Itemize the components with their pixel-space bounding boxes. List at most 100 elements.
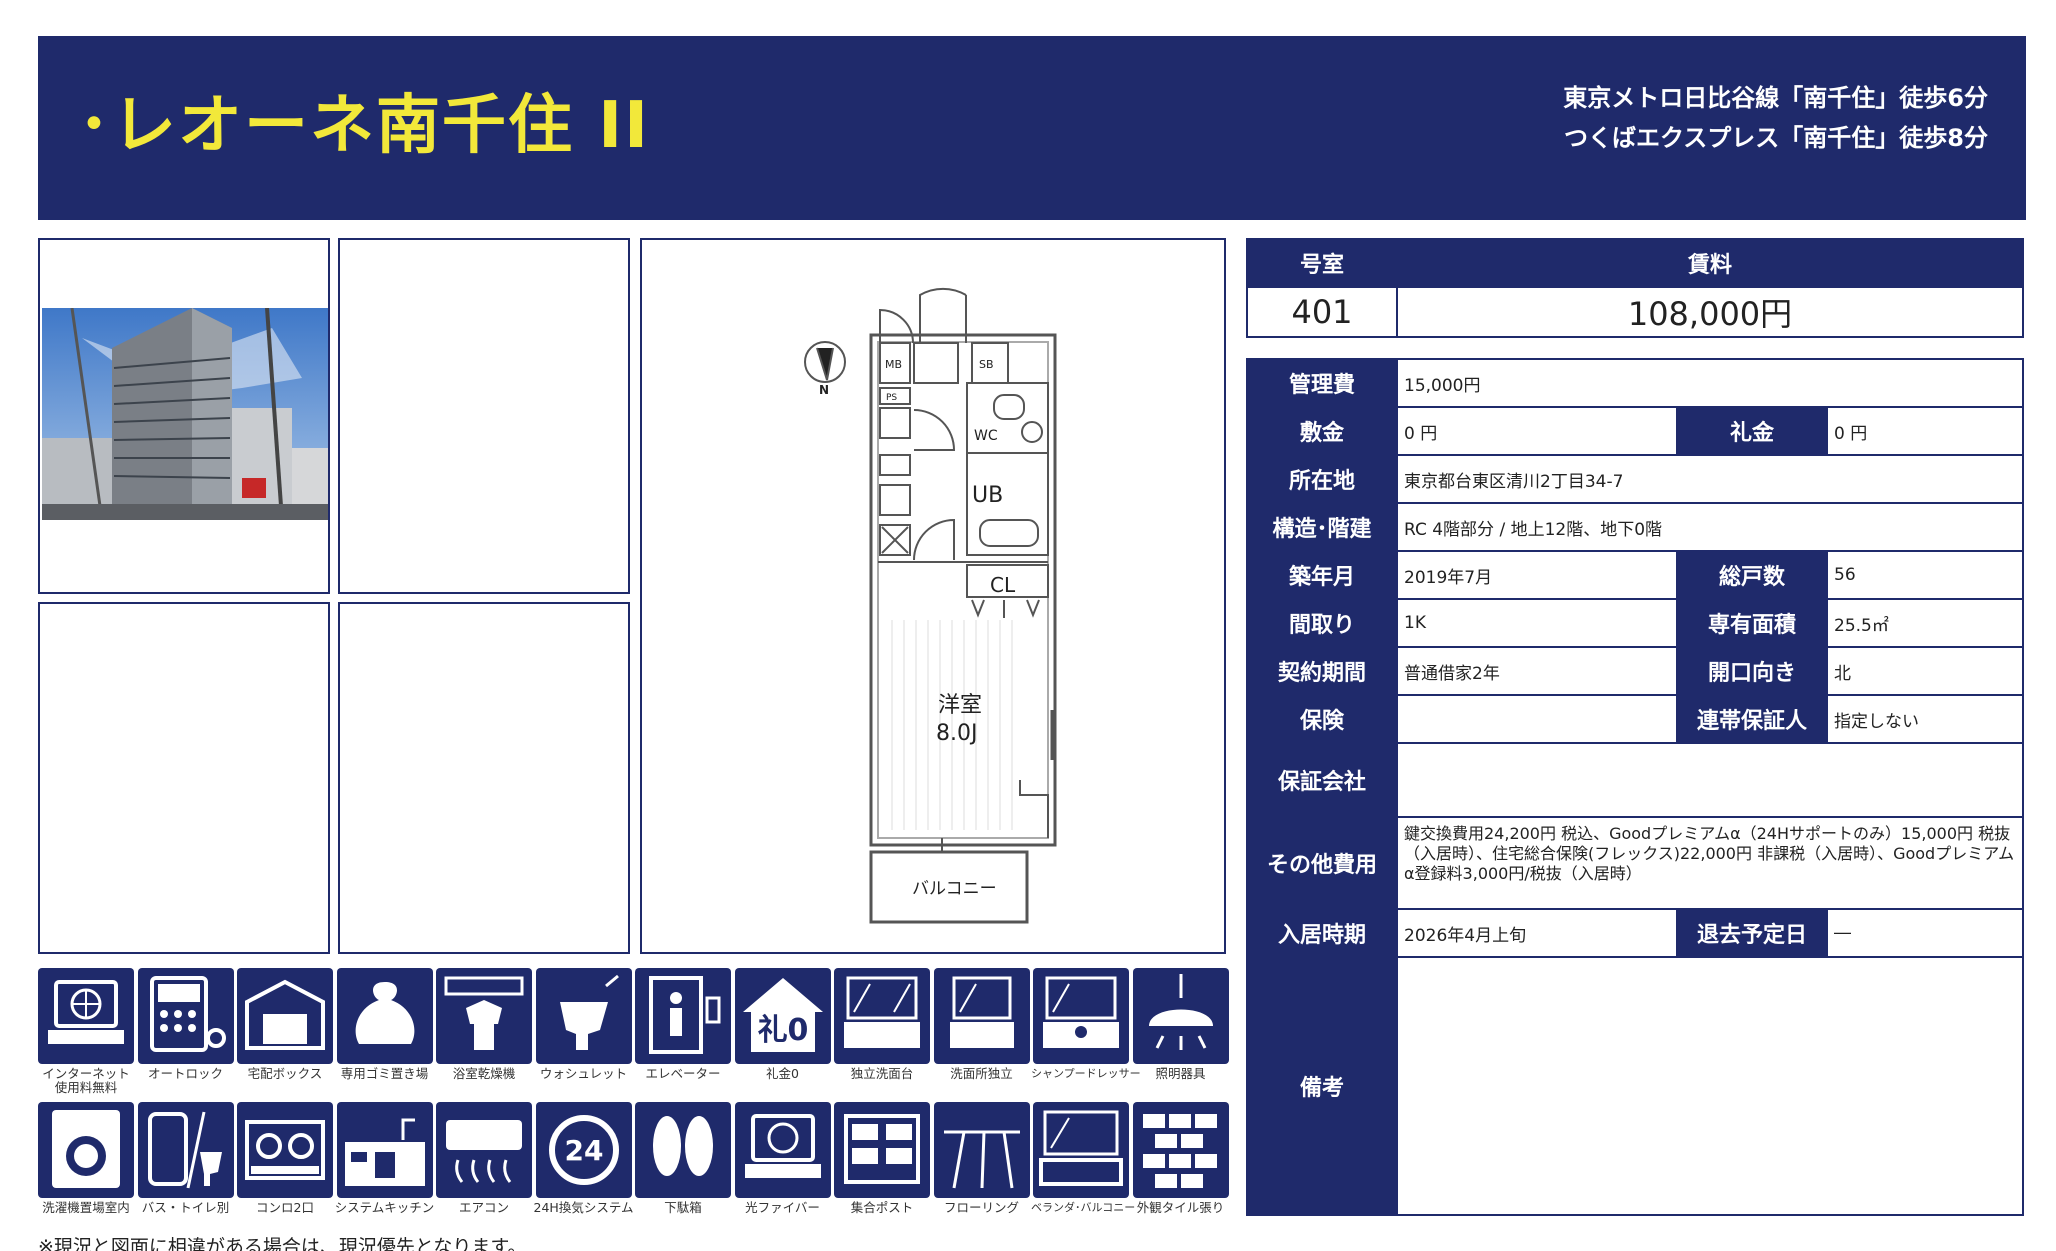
amenity-label: 光ファイバー — [745, 1200, 820, 1215]
amenity-label: インターネット 使用料無料 — [42, 1066, 130, 1095]
amenity-label: 照明器具 — [1155, 1066, 1206, 1081]
photo-slot-3[interactable] — [38, 602, 330, 954]
shikikin-label: 敷金 — [1246, 406, 1398, 456]
tile-exterior-icon — [1132, 1102, 1229, 1198]
property-title: ･レオーネ南千住 II — [78, 89, 650, 163]
other-fees-label: その他費用 — [1246, 816, 1398, 910]
insurance-value — [1396, 694, 1678, 744]
amenity-label: ウォシュレット — [539, 1066, 628, 1081]
lighting-icon — [1132, 968, 1229, 1064]
svg-text:礼0: 礼0 — [757, 1013, 808, 1048]
reikin-zero-icon: 礼0 — [734, 968, 831, 1064]
rent-header: 賃料 — [1396, 238, 2024, 288]
two-burner-stove-icon — [237, 1102, 333, 1198]
amenity-label: フローリング — [943, 1200, 1019, 1215]
access-line-1: 東京メトロ日比谷線「南千住」徒歩6分 — [1563, 84, 1988, 112]
amenity-label: 24H換気システム — [533, 1200, 634, 1215]
access-info: 東京メトロ日比谷線「南千住」徒歩6分 つくばエクスプレス「南千住」徒歩8分 — [1563, 78, 1988, 158]
amenity-label: 礼金0 — [766, 1066, 799, 1081]
floorplan-balcony-label: バルコニー — [912, 879, 997, 899]
structure-value: RC 4階部分 / 地上12階、地下0階 — [1396, 502, 2024, 552]
ventilation-24h-icon: 24 — [535, 1102, 632, 1198]
header-banner: ･レオーネ南千住 II 東京メトロ日比谷線「南千住」徒歩6分 つくばエクスプレス… — [38, 36, 2026, 220]
garbage-icon — [336, 968, 433, 1064]
layout-value: 1K — [1396, 598, 1678, 648]
elevator-icon — [635, 968, 731, 1064]
move-in-label: 入居時期 — [1246, 908, 1398, 958]
amenity-label: バス・トイレ別 — [141, 1200, 230, 1215]
internet-icon — [38, 968, 134, 1064]
vanity-icon — [834, 968, 930, 1064]
washlet-icon — [535, 968, 632, 1064]
flooring-icon — [933, 1102, 1030, 1198]
amenity-label: シャンプードレッサー — [1031, 1067, 1141, 1080]
amenity-label: コンロ2口 — [256, 1200, 314, 1215]
room-no-header: 号室 — [1246, 238, 1398, 288]
amenity-label: 専用ゴミ置き場 — [340, 1066, 429, 1081]
vanity-separate-icon — [933, 968, 1030, 1064]
amenity-label: エレベーター — [645, 1066, 721, 1081]
photo-slot-2[interactable] — [338, 238, 630, 594]
built-label: 築年月 — [1246, 550, 1398, 600]
floor-plan-drawing: MB SB PS N WC UB CL 洋室 8.0J バルコニー — [804, 287, 1057, 924]
air-conditioner-icon — [436, 1102, 532, 1198]
contract-value: 普通借家2年 — [1396, 646, 1678, 696]
shoe-box-icon — [635, 1102, 731, 1198]
facing-value: 北 — [1826, 646, 2024, 696]
disclaimer-note: ※現況と図面に相違がある場合は、現況優先となります。 — [38, 1236, 527, 1251]
auto-lock-icon — [137, 968, 234, 1064]
kanrihi-label: 管理費 — [1246, 358, 1398, 408]
amenity-label: 浴室乾燥機 — [452, 1066, 516, 1081]
area-label: 専有面積 — [1676, 598, 1828, 648]
amenity-label: ベランダ･バルコニー — [1031, 1201, 1136, 1214]
floorplan-wc-label: WC — [974, 428, 998, 444]
insurance-label: 保険 — [1246, 694, 1398, 744]
photo-slot-4[interactable] — [338, 602, 630, 954]
reikin-label: 礼金 — [1676, 406, 1828, 456]
remarks-value — [1396, 956, 2024, 1216]
system-kitchen-icon — [336, 1102, 433, 1198]
amenity-label: エアコン — [458, 1200, 509, 1215]
guarantee-company-label: 保証会社 — [1246, 742, 1398, 818]
amenity-label: 宅配ボックス — [247, 1066, 323, 1081]
move-out-label: 退去予定日 — [1676, 908, 1828, 958]
access-line-2: つくばエクスプレス「南千住」徒歩8分 — [1564, 124, 1988, 152]
kanrihi-value: 15,000円 — [1396, 358, 2024, 408]
move-out-value: ― — [1826, 908, 2024, 958]
guarantee-company-value — [1396, 742, 2024, 818]
washing-machine-icon — [38, 1102, 134, 1198]
other-fees-value: 鍵交換費用24,200円 税込、Goodプレミアムα（24Hサポートのみ）15,… — [1396, 816, 2024, 910]
photo-slot-building[interactable] — [38, 238, 330, 594]
floorplan-mb-label: MB — [885, 358, 902, 371]
floorplan-room-size: 8.0J — [936, 721, 977, 746]
floorplan-north-label: N — [819, 383, 829, 397]
amenity-label: 洗濯機置場室内 — [42, 1200, 130, 1215]
amenity-label: 集合ポスト — [850, 1200, 914, 1215]
amenity-label: 外観タイル張り — [1136, 1200, 1225, 1215]
amenity-label: 洗面所独立 — [950, 1066, 1013, 1081]
floorplan-sb-label: SB — [979, 358, 994, 371]
rent-value: 108,000円 — [1396, 286, 2024, 338]
room-no-value: 401 — [1246, 286, 1398, 338]
move-in-value: 2026年4月上旬 — [1396, 908, 1678, 958]
amenity-label: 下駄箱 — [664, 1200, 702, 1215]
amenity-label: 独立洗面台 — [850, 1066, 914, 1081]
guarantor-value: 指定しない — [1826, 694, 2024, 744]
structure-label: 構造･階建 — [1246, 502, 1398, 552]
units-value: 56 — [1826, 550, 2024, 600]
delivery-box-icon — [237, 968, 333, 1064]
floorplan-ps-label: PS — [886, 393, 897, 403]
floor-plan[interactable]: MB SB PS N WC UB CL 洋室 8.0J バルコニー — [640, 238, 1226, 954]
units-label: 総戸数 — [1676, 550, 1828, 600]
contract-label: 契約期間 — [1246, 646, 1398, 696]
bathroom-dryer-icon — [436, 968, 532, 1064]
balcony-icon — [1033, 1102, 1129, 1198]
floorplan-ub-label: UB — [972, 483, 1003, 508]
facing-label: 開口向き — [1676, 646, 1828, 696]
reikin-value: 0 円 — [1826, 406, 2024, 456]
floorplan-room-label: 洋室 — [938, 693, 982, 718]
address-value: 東京都台東区清川2丁目34-7 — [1396, 454, 2024, 504]
remarks-label: 備考 — [1246, 956, 1398, 1216]
amenity-label: オートロック — [147, 1066, 223, 1081]
built-value: 2019年7月 — [1396, 550, 1678, 600]
